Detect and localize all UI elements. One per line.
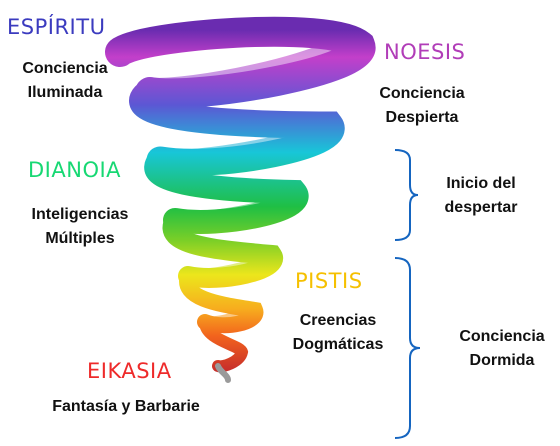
level-dianoia-title: DIANOIA bbox=[28, 158, 122, 182]
desc-line: Inicio del bbox=[446, 175, 516, 192]
level-pistis-title: PISTIS bbox=[295, 269, 363, 293]
spiral-front-coils bbox=[105, 16, 376, 383]
lower-bracket bbox=[394, 257, 421, 439]
bracket-lower-label: Conciencia Dormida bbox=[446, 325, 558, 373]
desc-line: despertar bbox=[444, 199, 518, 216]
desc-line: Conciencia bbox=[459, 328, 545, 345]
desc-line: Múltiples bbox=[45, 230, 115, 247]
level-eikasia-desc: Fantasía y Barbarie bbox=[28, 395, 224, 419]
desc-line: Dormida bbox=[469, 352, 535, 369]
upper-bracket bbox=[394, 149, 419, 241]
desc-line: Conciencia bbox=[379, 85, 465, 102]
level-noesis-title: NOESIS bbox=[384, 40, 466, 64]
desc-line: Iluminada bbox=[27, 84, 103, 101]
desc-line: Inteligencias bbox=[31, 206, 129, 223]
desc-line: Dogmáticas bbox=[292, 336, 384, 353]
level-noesis-desc: Conciencia Despierta bbox=[362, 82, 482, 130]
desc-line: Fantasía y Barbarie bbox=[52, 398, 200, 415]
desc-line: Creencias bbox=[299, 312, 377, 329]
level-espiritu-desc: Conciencia Iluminada bbox=[2, 57, 128, 105]
desc-line: Despierta bbox=[385, 109, 459, 126]
level-pistis-desc: Creencias Dogmáticas bbox=[278, 309, 398, 357]
desc-line: Conciencia bbox=[22, 60, 108, 77]
level-espiritu-title: ESPÍRITU bbox=[7, 15, 106, 39]
level-dianoia-desc: Inteligencias Múltiples bbox=[12, 203, 148, 251]
level-eikasia-title: EIKASIA bbox=[87, 359, 172, 383]
bracket-upper-label: Inicio del despertar bbox=[428, 172, 534, 220]
